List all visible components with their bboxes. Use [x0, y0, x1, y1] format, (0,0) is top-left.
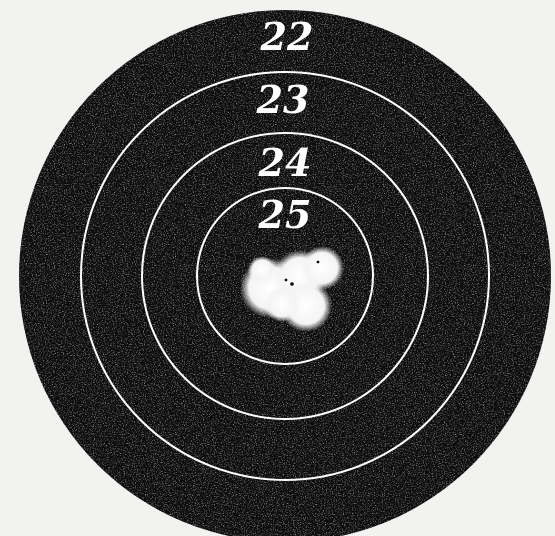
ring-label-22: 22	[260, 14, 314, 59]
ring-label-25: 25	[258, 192, 312, 237]
ring-label-24: 24	[258, 140, 312, 185]
ring-label-23: 23	[256, 77, 310, 122]
